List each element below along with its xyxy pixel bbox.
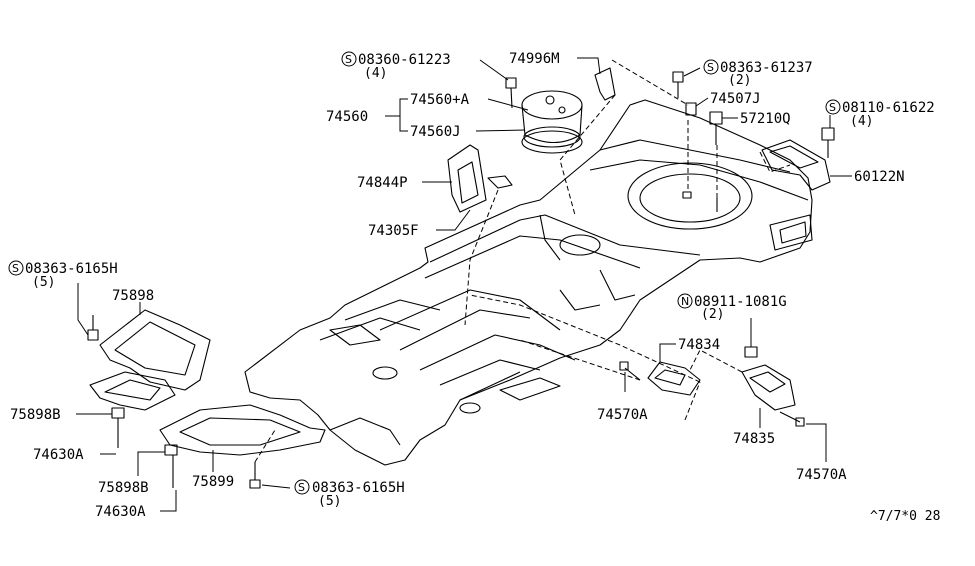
label-74630a-b: 74630A xyxy=(95,504,146,520)
bracket-74996m-drawing xyxy=(594,67,616,101)
label-08363-6165h-a: 08363-6165H xyxy=(25,261,118,277)
label-74834: 74834 xyxy=(678,337,720,353)
label-74507j: 74507J xyxy=(710,91,761,107)
label-08360-61223: 08360-61223 xyxy=(358,52,451,68)
label-08363-6165h-b-qty: (5) xyxy=(318,494,341,509)
label-74560: 74560 xyxy=(326,109,368,125)
bracket-74835-drawing xyxy=(741,346,805,427)
floor-panel-drawing xyxy=(244,99,813,466)
label-74570a-b: 74570A xyxy=(796,467,847,483)
label-08363-6165h-b: 08363-6165H xyxy=(312,480,405,496)
label-74630a-a: 74630A xyxy=(33,447,84,463)
label-08110-61622: 08110-61622 xyxy=(842,100,935,116)
screw-symbol-08363-6165h-a: S xyxy=(8,260,24,276)
label-74570a-a: 74570A xyxy=(597,407,648,423)
nut-symbol-08911: N xyxy=(677,293,693,309)
label-60122n: 60122N xyxy=(854,169,905,185)
label-08911-qty: (2) xyxy=(701,307,724,322)
screw-symbol-08360: S xyxy=(341,51,357,67)
label-74560-a: 74560+A xyxy=(410,92,470,108)
dashed-guides xyxy=(254,59,791,463)
label-74560j: 74560J xyxy=(410,124,461,140)
svg-text:S: S xyxy=(298,481,305,494)
label-08363-61237: 08363-61237 xyxy=(720,60,813,76)
label-08110-qty: (4) xyxy=(850,114,873,129)
label-75898b-a: 75898B xyxy=(10,407,61,423)
label-74835: 74835 xyxy=(733,431,775,447)
leader-lines xyxy=(76,57,852,512)
svg-text:S: S xyxy=(707,61,714,74)
label-75899: 75899 xyxy=(192,474,234,490)
label-74996m: 74996M xyxy=(509,51,560,67)
under-cover-75898-drawing xyxy=(89,309,211,448)
label-74305f: 74305F xyxy=(368,223,419,239)
label-08363-6165h-a-qty: (5) xyxy=(32,275,55,290)
label-57210q: 57210Q xyxy=(740,111,791,127)
svg-text:S: S xyxy=(12,262,19,275)
bracket-60122n-drawing xyxy=(761,127,835,191)
under-cover-75899-drawing xyxy=(159,404,326,489)
label-74844p: 74844P xyxy=(357,175,408,191)
label-75898b-b: 75898B xyxy=(98,480,149,496)
screw-symbol-08363-61237: S xyxy=(703,59,719,75)
diagram-code: ^7/7*0 28 xyxy=(870,509,940,524)
label-08360-qty: (4) xyxy=(364,66,387,81)
label-75898: 75898 xyxy=(112,288,154,304)
bracket-74834-drawing xyxy=(619,361,701,396)
reinforcement-74844p-drawing xyxy=(447,144,513,213)
label-08911-1081g: 08911-1081G xyxy=(694,294,787,310)
screw-symbol-08363-6165h-b: S xyxy=(294,479,310,495)
svg-text:S: S xyxy=(345,53,352,66)
svg-text:S: S xyxy=(829,101,836,114)
svg-text:N: N xyxy=(681,295,689,308)
screw-symbol-08110: S xyxy=(825,99,841,115)
spring-housing-drawing xyxy=(521,90,583,154)
screw-75898-drawing xyxy=(87,329,99,341)
label-08363-61237-qty: (2) xyxy=(728,73,751,88)
